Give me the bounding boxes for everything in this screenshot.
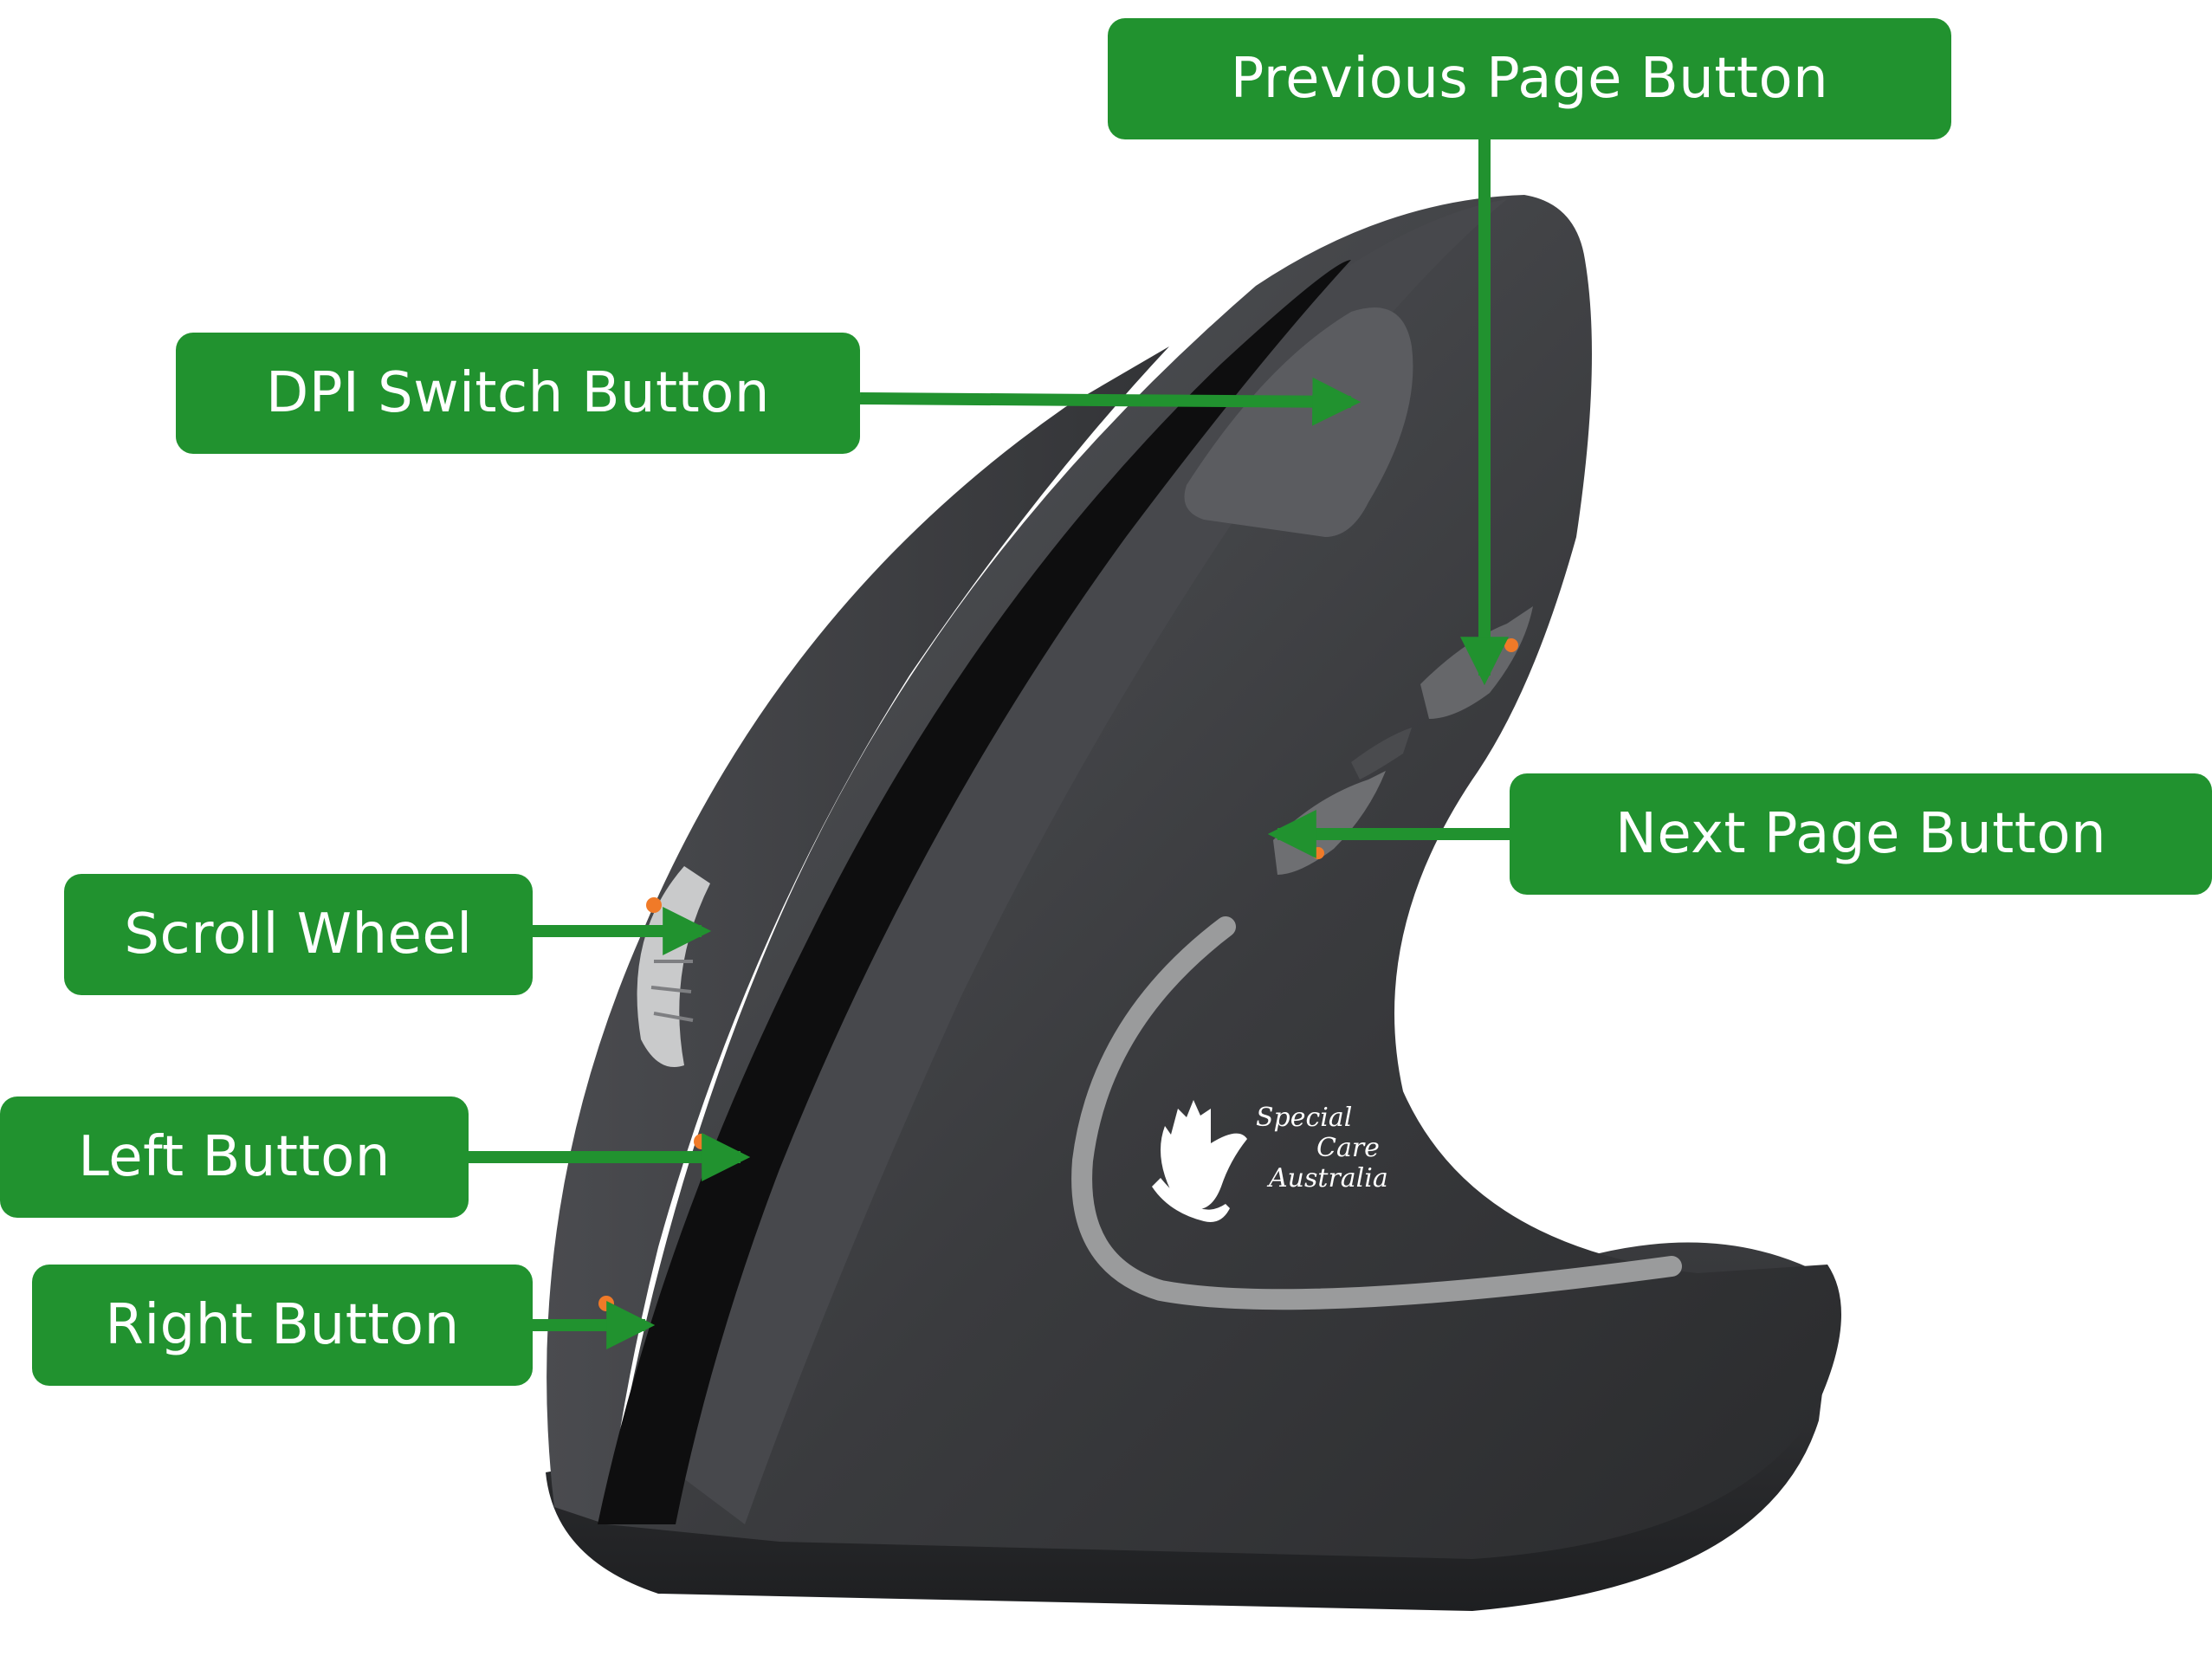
dpi-switch-button[interactable] xyxy=(1184,307,1413,537)
connector-arrows xyxy=(469,139,1510,1349)
hands-logo-icon xyxy=(1152,1100,1247,1222)
right-button-indicator xyxy=(598,1296,614,1311)
callout-dpi-switch-button: DPI Switch Button xyxy=(176,333,860,454)
callout-scroll-wheel: Scroll Wheel xyxy=(64,874,533,995)
side-button-divider xyxy=(1351,728,1412,780)
logo-text-australia: Australia xyxy=(1266,1163,1388,1194)
next-indicator-light xyxy=(1312,847,1324,859)
button-groove xyxy=(598,260,1351,1524)
page-indicator-light xyxy=(1504,638,1518,652)
mouse-top-shell xyxy=(676,199,1507,1524)
callout-left-button: Left Button xyxy=(0,1096,469,1218)
logo-text-care: Care xyxy=(1316,1133,1380,1163)
body-swoosh-accent xyxy=(1071,916,1682,1310)
mouse-body xyxy=(606,195,1841,1559)
logo-text-special: Special xyxy=(1256,1103,1352,1133)
callout-previous-page-button: Previous Page Button xyxy=(1108,18,1951,139)
left-button-indicator xyxy=(694,1134,709,1149)
arrow-dpi-switch xyxy=(859,377,1361,426)
callout-right-button: Right Button xyxy=(32,1265,533,1386)
callout-next-page-button: Next Page Button xyxy=(1510,773,2212,895)
